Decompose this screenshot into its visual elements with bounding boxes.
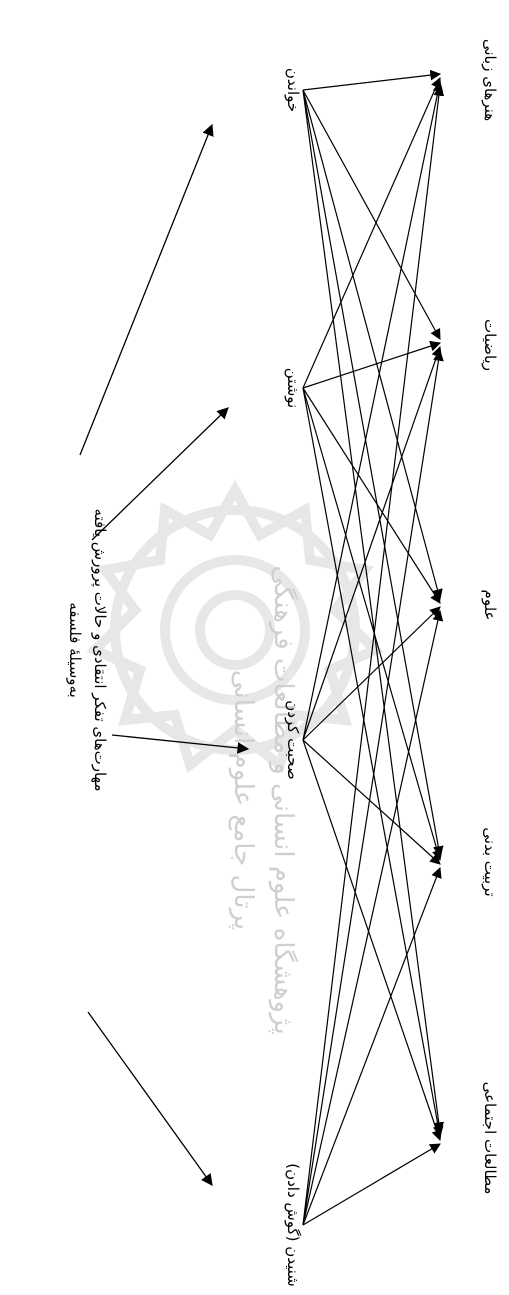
edge-writing-to-math	[302, 340, 442, 389]
watermark-text-line2: پرتال جامع علوم انسانی	[228, 670, 258, 930]
source-label-line2: به‌وسیلهٔ فلسفه	[66, 602, 84, 697]
edge-writing-to-social	[302, 387, 444, 1138]
skill-label-listening: شنیدن (گوش دادن)	[284, 1163, 302, 1287]
edge-writing-to-lang_arts	[302, 77, 442, 389]
subject-label-math: ریاضیات	[481, 319, 499, 371]
subject-label-pe: تربیت بدنی	[481, 827, 499, 896]
edge-writing-to-science	[302, 387, 441, 604]
subject-label-science: علوم	[481, 590, 499, 621]
subject-label-social: مطالعات اجتماعی	[481, 1082, 499, 1195]
edge-reading-to-math	[302, 89, 441, 340]
edge-writing-to-pe	[302, 387, 443, 862]
source-label: مهارت‌های تفکر انتقادی و حالات پرورش یاف…	[66, 509, 109, 792]
edge-speaking-to-lang_arts	[302, 80, 444, 741]
edge-listening-to-pe	[302, 866, 442, 1226]
skill-label-reading: خواندن	[284, 68, 302, 112]
source-arrow-reading	[79, 123, 214, 456]
source-arrow-speaking	[111, 734, 250, 754]
skill-subject-edges	[302, 69, 445, 1226]
edge-speaking-to-social	[302, 739, 442, 1142]
watermark-logo	[86, 479, 384, 774]
edge-listening-to-social	[302, 1143, 441, 1226]
edge-speaking-to-science	[302, 606, 441, 741]
edge-listening-to-lang_arts	[302, 84, 445, 1226]
edge-reading-to-lang_arts	[302, 69, 442, 91]
edge-reading-to-pe	[302, 89, 444, 858]
watermark-text-line1: پژوهشگاه علوم انسانی و مطالعات فرهنگی	[268, 565, 299, 1034]
source-skill-edges	[79, 123, 250, 1186]
edge-reading-to-social	[302, 89, 445, 1134]
edge-speaking-to-math	[302, 345, 442, 741]
skill-label-writing: نوشتن	[284, 368, 302, 408]
watermark-text: پژوهشگاه علوم انسانی و مطالعات فرهنگی پر…	[228, 565, 299, 1034]
source-arrow-writing	[91, 407, 229, 541]
skill-label-speaking: صحبت کردن	[284, 700, 302, 780]
edge-speaking-to-pe	[302, 739, 441, 865]
edge-listening-to-science	[302, 609, 444, 1226]
edge-reading-to-science	[302, 89, 443, 601]
source-label-line1: مهارت‌های تفکر انتقادی و حالات پرورش یاف…	[90, 509, 109, 792]
source-arrow-listening	[87, 1011, 213, 1186]
subject-label-lang_arts: هنرهای زبانی	[481, 39, 499, 121]
edge-listening-to-math	[302, 349, 444, 1226]
